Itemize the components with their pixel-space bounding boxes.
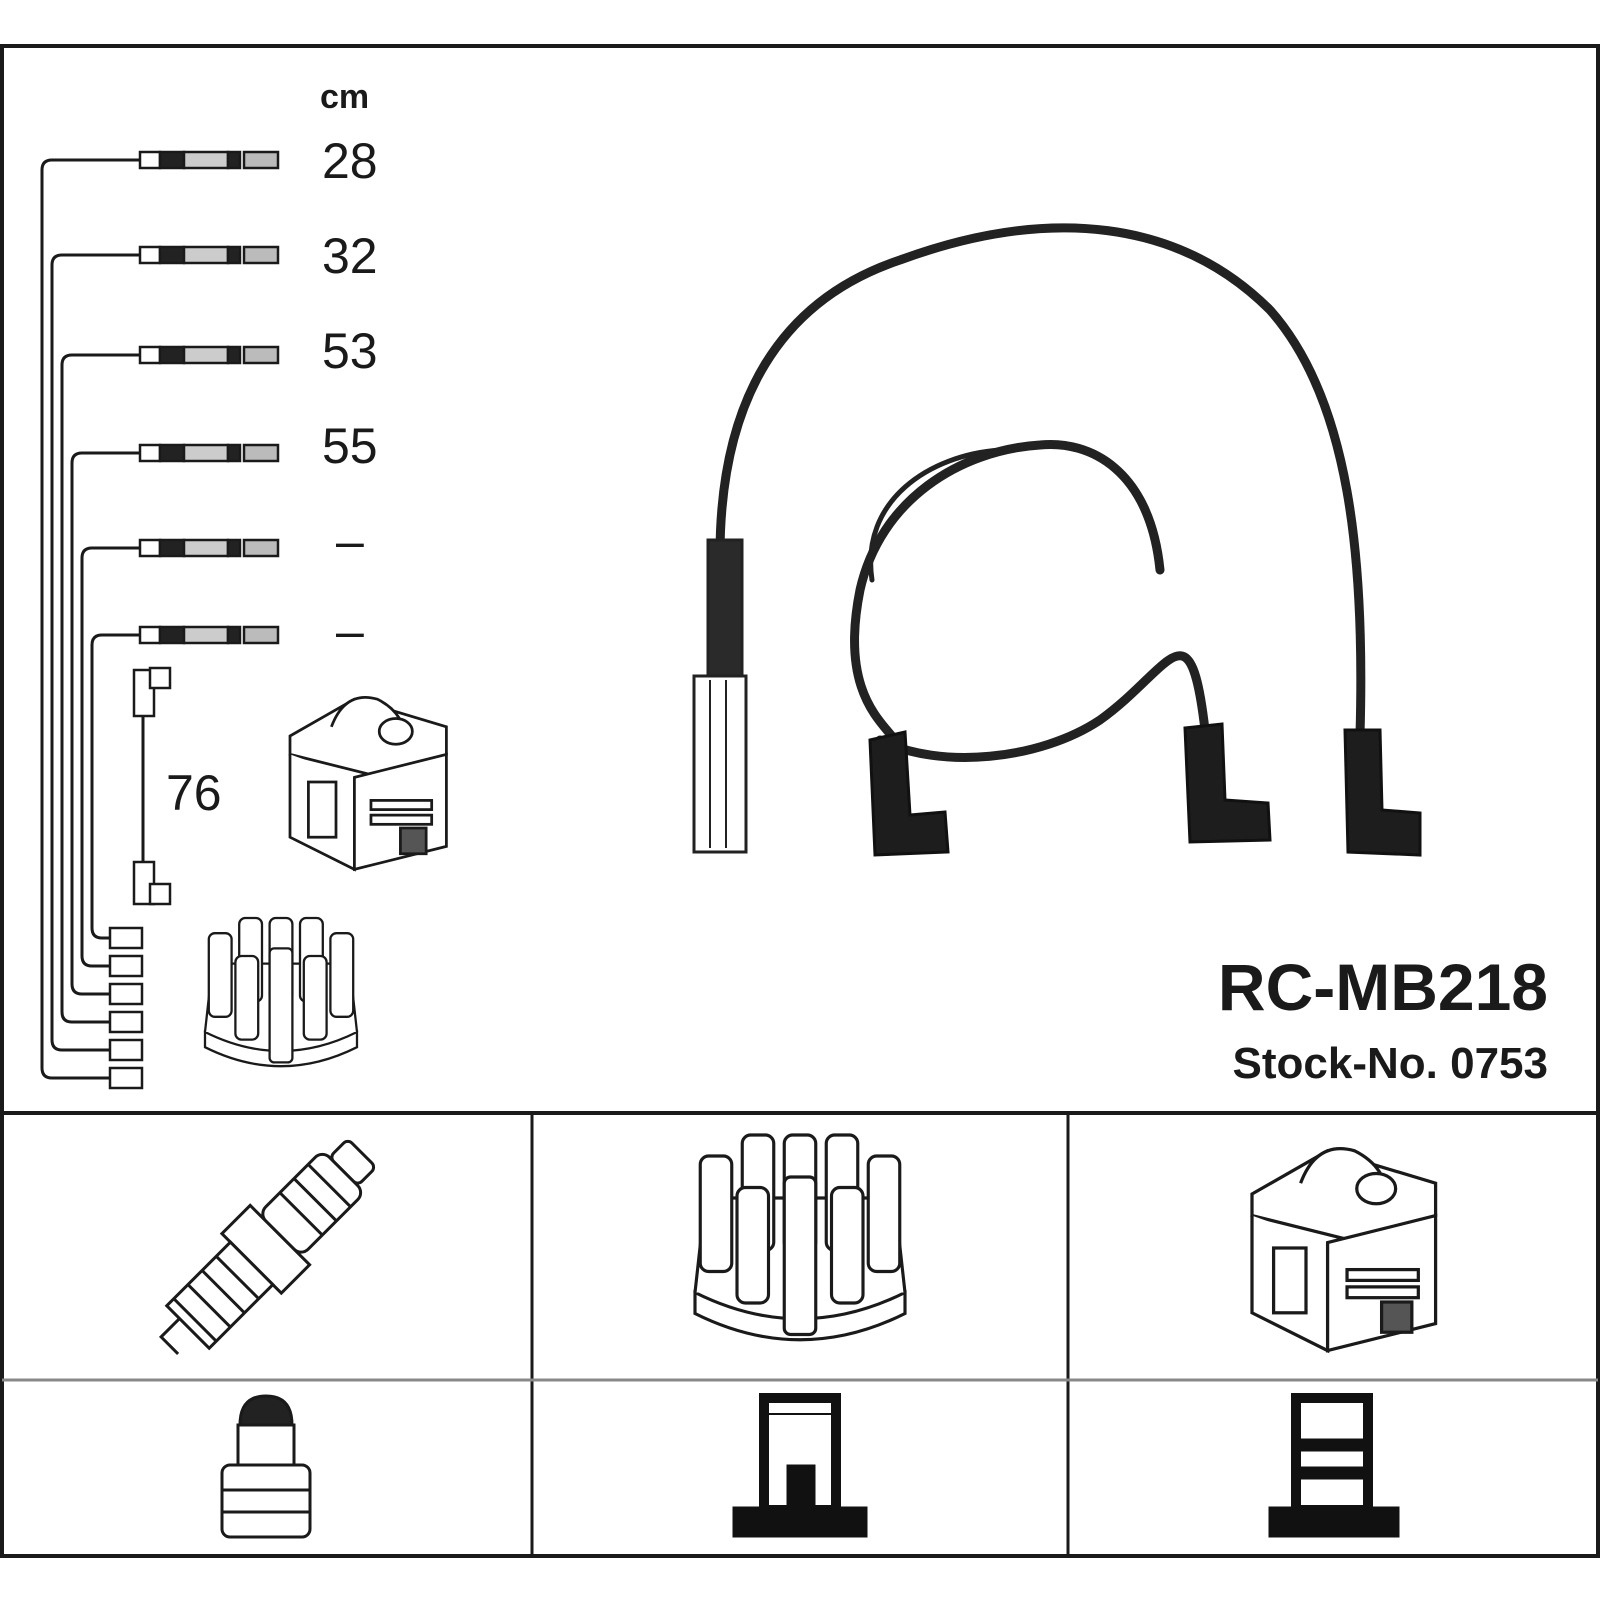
plug-connector-1 [138, 150, 280, 170]
length-label-2: 32 [322, 228, 378, 284]
wire-run-4 [70, 451, 140, 996]
length-label-5: – [336, 513, 364, 569]
coil-lead [132, 666, 172, 906]
unit-label: cm [320, 78, 369, 116]
wire-run-2 [50, 253, 140, 1052]
stock-number: Stock-No. 0753 [1233, 1039, 1548, 1088]
plug-connector-5 [138, 538, 280, 558]
plug-connector-4 [138, 443, 280, 463]
distributor-cap-icon [203, 916, 359, 1068]
cable-loop-2 [875, 651, 1210, 762]
frame [0, 44, 1600, 1558]
distributor-terminal-icon [732, 1393, 868, 1538]
length-label-1: 28 [322, 133, 378, 189]
length-label-6: – [336, 603, 364, 659]
wire-run-1 [40, 158, 140, 1080]
part-number: RC-MB218 [1218, 950, 1548, 1024]
angled-boot-connectors [868, 722, 1422, 857]
coil-terminal-icon [1268, 1393, 1400, 1538]
cable-loop-1 [850, 439, 1165, 745]
distributor-cap-icon-large [693, 1133, 907, 1342]
wire-run-5 [80, 546, 140, 968]
plug-connector-2 [138, 245, 280, 265]
cable-long [715, 223, 1366, 740]
cable-set-illustration [715, 223, 1366, 762]
length-labels: 28 32 53 55 – – [322, 133, 378, 659]
wire-run-3 [60, 353, 140, 1024]
spark-plug-terminal-icon [220, 1394, 312, 1539]
spark-plug-icon [158, 1139, 376, 1355]
length-label-3: 53 [322, 323, 378, 379]
distributor-end-terminals [108, 926, 144, 1090]
ignition-coil-icon [288, 696, 448, 872]
plug-connector-3 [138, 345, 280, 365]
coil-lead-length: 76 [166, 765, 222, 821]
wire-bundle-schematic [40, 158, 140, 1080]
plug-connectors [138, 150, 280, 645]
wire-run-6 [90, 633, 140, 940]
length-label-4: 55 [322, 418, 378, 474]
plug-connector-6 [138, 625, 280, 645]
ignition-coil-icon-large [1250, 1147, 1438, 1354]
straight-boot-connector [692, 538, 748, 854]
